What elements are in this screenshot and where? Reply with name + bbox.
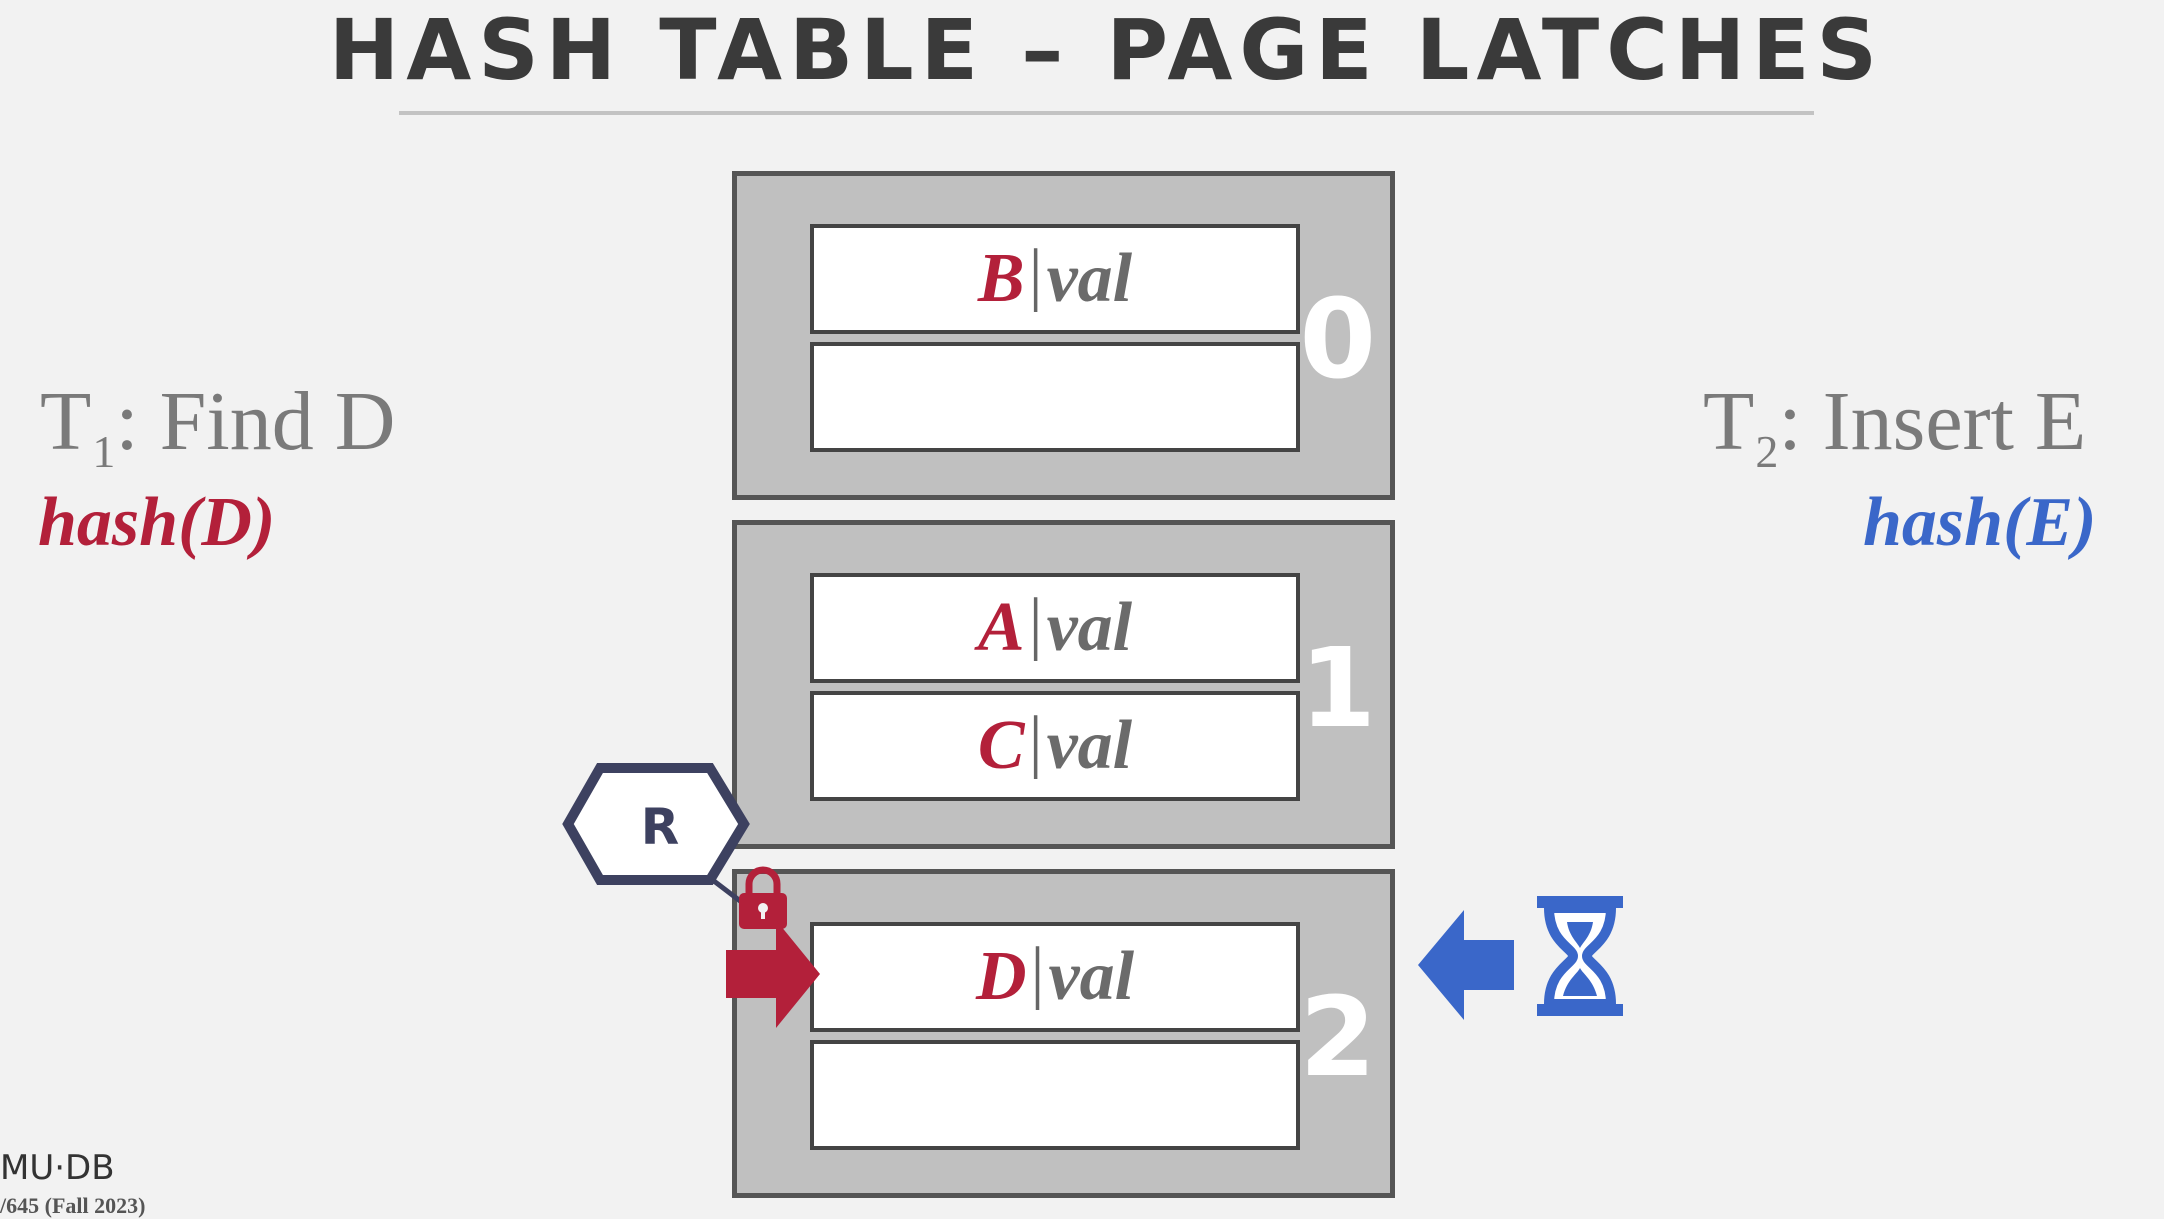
t2-label: T2: Insert E [1703, 380, 2086, 475]
slot-separator: | [1028, 703, 1043, 780]
arrow-right-icon [726, 920, 820, 1028]
slot-separator: | [1028, 236, 1043, 313]
t1-subscript: 1 [92, 426, 116, 477]
slot-key: A [977, 589, 1025, 666]
latch-mode-label: R [641, 798, 680, 856]
slot-0-1 [810, 342, 1300, 452]
slot-1-1: C|val [810, 691, 1300, 801]
hash-page-1: A|val C|val 1 [732, 520, 1395, 849]
arrow-left-icon [1418, 910, 1514, 1020]
slot-value: val [1046, 240, 1133, 317]
slot-key: D [975, 938, 1027, 1015]
lock-icon [739, 866, 787, 929]
hash-page-0: B|val 0 [732, 171, 1395, 500]
slot-value: val [1046, 707, 1133, 784]
t2-subscript: 2 [1755, 426, 1779, 477]
page-title: HASH TABLE – PAGE LATCHES [328, 1, 1885, 99]
t1-hash: hash(D) [38, 484, 276, 561]
slot-2-0: D|val [810, 922, 1300, 1032]
slot-value: val [1048, 938, 1135, 1015]
hash-page-2: D|val 2 [732, 869, 1395, 1198]
slot-1-0: A|val [810, 573, 1300, 683]
slot-key: C [977, 707, 1025, 784]
slot-2-1 [810, 1040, 1300, 1150]
slot-separator: | [1028, 585, 1043, 662]
t2-name: T [1703, 375, 1755, 468]
t2-operation: : Insert E [1778, 375, 2087, 468]
t1-name: T [40, 375, 92, 468]
page-number: 1 [1299, 624, 1376, 752]
t1-label: T1: Find D [40, 380, 395, 475]
latch-hexagon [562, 763, 750, 885]
slot-0-0: B|val [810, 224, 1300, 334]
t1-operation: : Find D [115, 375, 396, 468]
hourglass-icon [1537, 896, 1623, 1016]
page-number: 0 [1299, 275, 1376, 403]
title-divider [399, 111, 1814, 115]
read-latch-badge: R [562, 763, 754, 912]
t2-hash: hash(E) [1863, 484, 2097, 561]
page-number: 2 [1299, 973, 1376, 1101]
slot-key: B [977, 240, 1025, 317]
logo: MU·DB [0, 1148, 115, 1188]
slot-value: val [1046, 589, 1133, 666]
course-label: /645 (Fall 2023) [0, 1193, 146, 1218]
slot-separator: | [1030, 934, 1045, 1011]
